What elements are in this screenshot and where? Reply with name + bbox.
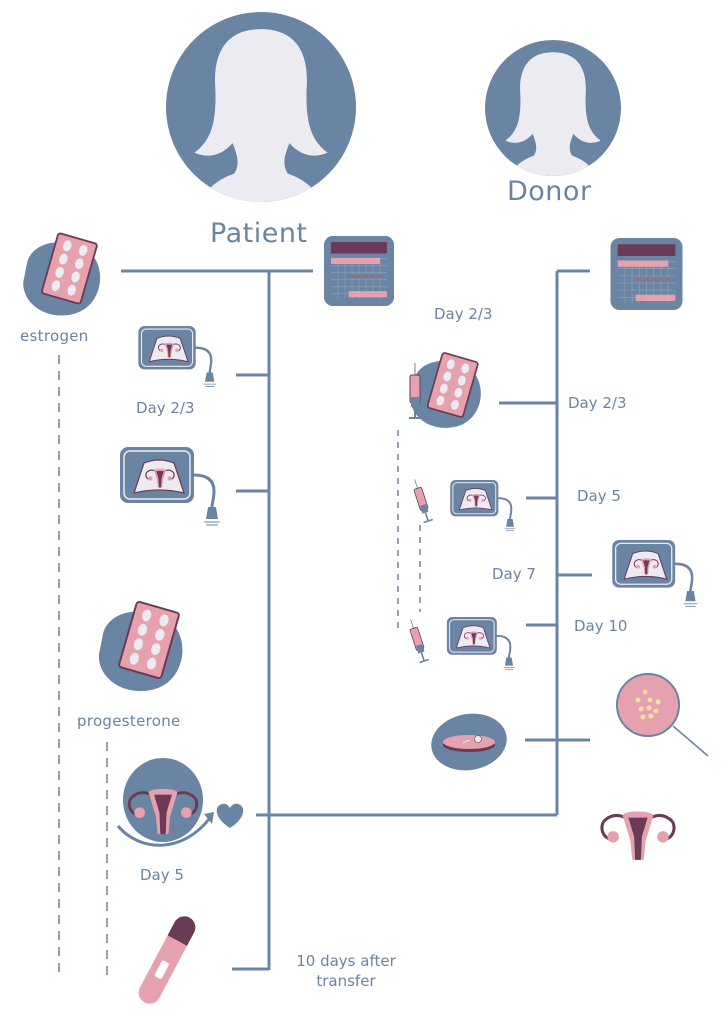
estrogen-pill-icon xyxy=(22,231,102,317)
progesterone-label: progesterone xyxy=(77,712,181,730)
timeline-connectors xyxy=(121,269,592,971)
donor-ultrasound-day5-icon xyxy=(450,480,515,531)
pregnancy-test-label: 10 days after transfer xyxy=(284,951,408,991)
patient-ultrasound-1-label: Day 2/3 xyxy=(136,399,195,417)
donor-day10-label: Day 10 xyxy=(574,617,628,635)
patient-calendar-icon xyxy=(323,236,395,306)
syringe-icon xyxy=(409,476,434,524)
donor-day5-label: Day 5 xyxy=(577,487,621,505)
syringe-icon xyxy=(405,616,430,664)
progesterone-pill-icon xyxy=(97,600,184,693)
donor-stimulation-top-label: Day 2/3 xyxy=(434,305,493,323)
donor-day7-label: Day 7 xyxy=(492,565,536,583)
pregnancy-test-label-line-2: transfer xyxy=(316,972,376,990)
patient-avatar-icon xyxy=(166,12,356,212)
patient-ultrasound-1-icon xyxy=(138,326,216,386)
heart-icon xyxy=(216,803,244,828)
donor-ultrasound-day7-icon xyxy=(612,540,697,606)
transfer-day-label: Day 5 xyxy=(140,866,184,884)
uterus-icon xyxy=(600,809,676,862)
donor-stimulation-side-label: Day 2/3 xyxy=(568,394,627,412)
patient-title: Patient xyxy=(210,218,308,249)
donor-avatar-icon xyxy=(485,40,621,183)
medication-duration-lines xyxy=(58,355,421,975)
pregnancy-test-icon xyxy=(138,916,196,1004)
donor-title: Donor xyxy=(507,176,592,207)
petri-dish-icon xyxy=(431,713,507,771)
estrogen-label: estrogen xyxy=(20,327,89,345)
syringe-and-pills-icon xyxy=(407,351,482,429)
donor-ultrasound-day10-icon xyxy=(447,617,515,670)
uterus-transfer-icon xyxy=(116,758,214,847)
patient-ultrasound-2-icon xyxy=(120,447,220,525)
donor-calendar-icon xyxy=(610,238,683,310)
magnifier-eggs-icon xyxy=(616,673,709,757)
pregnancy-test-label-line-1: 10 days after xyxy=(296,952,396,970)
